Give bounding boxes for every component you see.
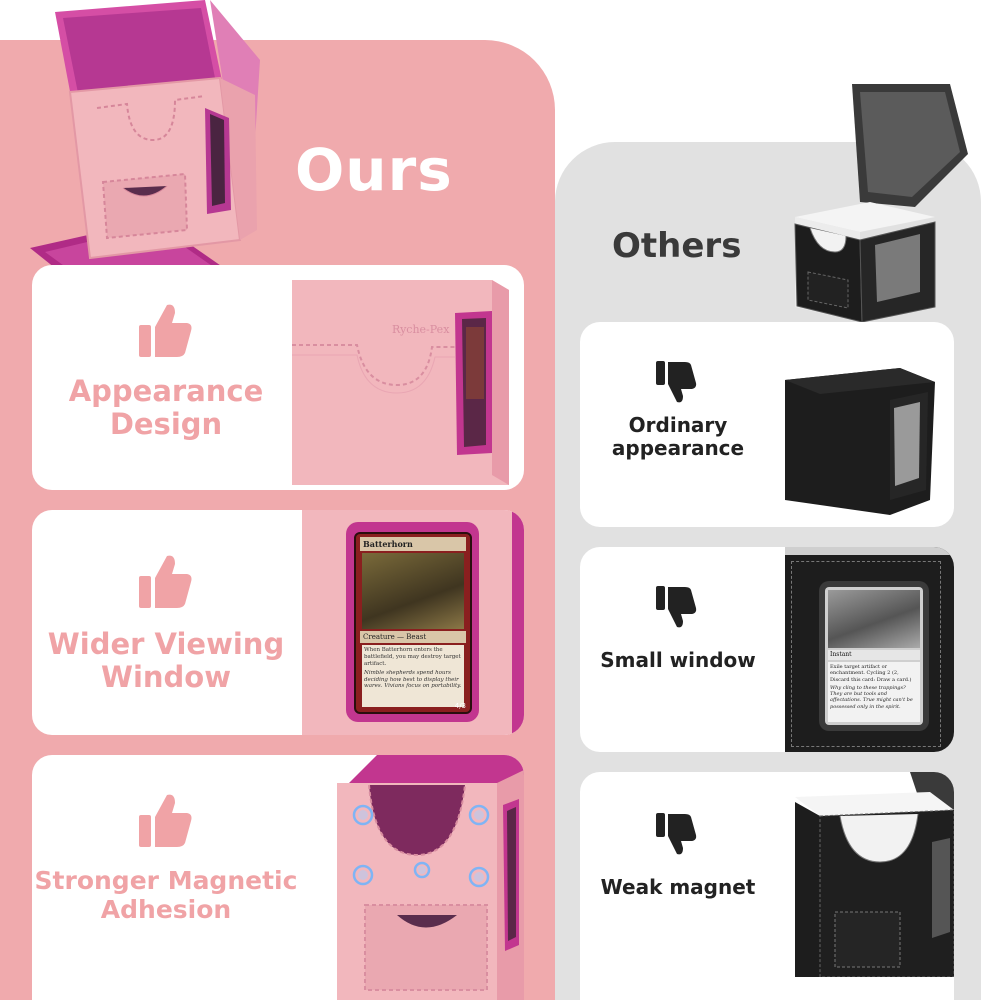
ours-feature-label: Wider Viewing Window (47, 627, 285, 695)
thumbs-down-icon (656, 361, 697, 403)
ours-magnet-card: Stronger Magnetic Adhesion (32, 755, 524, 1000)
ours-feature-label: Stronger Magnetic Adhesion (34, 866, 298, 924)
ours-window-card: Wider Viewing Window Batterhorn Creature… (32, 510, 524, 735)
card-flavor-text: Nimble shepherds spend hours deciding ho… (364, 669, 462, 690)
others-heading: Others (612, 226, 742, 266)
ours-feature-label: Appearance Design (68, 374, 264, 442)
card-type: Instant (828, 650, 920, 660)
card-rules-text: Exile target artifact or enchantment. Cy… (830, 664, 912, 683)
thumbs-up-icon (139, 304, 192, 357)
ours-heading: Ours (295, 136, 453, 204)
others-small-window-image: Instant Exile target artifact or enchant… (785, 547, 954, 752)
others-feature-label: Small window (600, 648, 756, 672)
thumbs-up-icon (139, 794, 192, 847)
others-feature-label: Ordinary appearance (611, 413, 745, 460)
others-appearance-card: Ordinary appearance (580, 322, 954, 527)
card-power-toughness: 4/3 (454, 702, 466, 710)
thumbs-down-icon (656, 813, 697, 855)
others-window-card: Small window Instant Exile target artifa… (580, 547, 954, 752)
card-type: Creature — Beast (360, 631, 466, 643)
brand-text: Ryche-Pex (392, 323, 450, 336)
card-title: Batterhorn (360, 537, 466, 551)
others-magnet-card: Weak magnet (580, 772, 954, 1000)
ours-deck-box-open-image (30, 0, 260, 300)
thumbs-up-icon (139, 555, 192, 608)
ours-magnet-box-image (337, 755, 524, 1000)
card-flavor-text: Why cling to these trappings? They are b… (830, 684, 913, 710)
ours-deck-box-closed-image: Ryche-Pex (292, 280, 509, 485)
others-feature-label: Weak magnet (600, 875, 756, 899)
ours-viewing-window-image: Batterhorn Creature — Beast When Batterh… (302, 510, 524, 735)
ours-appearance-card: Appearance Design Ryche-Pex (32, 265, 524, 490)
others-deck-box-open-image (794, 84, 968, 323)
thumbs-down-icon (656, 586, 697, 628)
card-rules-text: When Batterhorn enters the battlefield, … (364, 647, 461, 667)
